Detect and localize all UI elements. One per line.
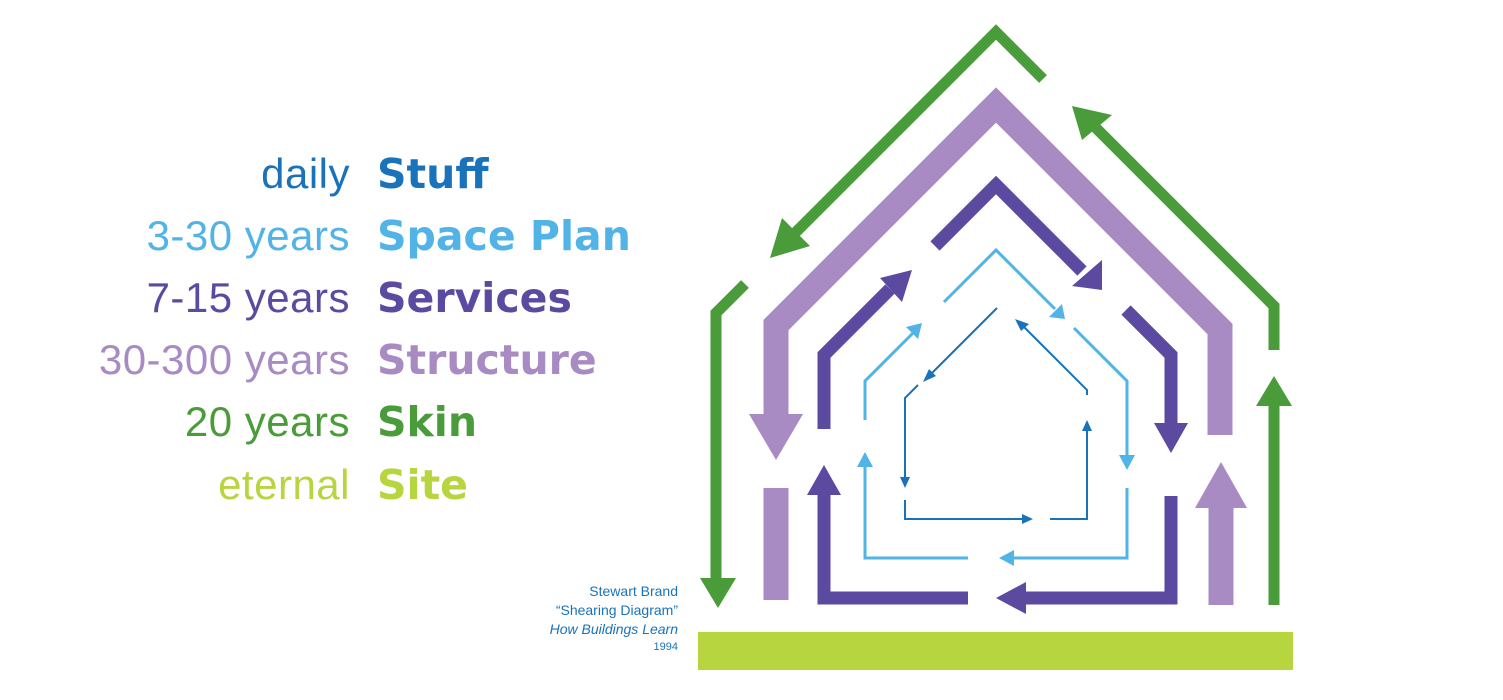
skin-arrowhead [1072, 106, 1112, 140]
skin-layer [700, 24, 1292, 608]
services-arrow-roof-right [930, 175, 1087, 276]
layer-name: Space Plan [377, 212, 631, 260]
skin-arrowhead [1256, 376, 1292, 406]
space-plan-arrowhead [1049, 304, 1065, 319]
services-layer [807, 175, 1188, 614]
duration-label: eternal [218, 461, 350, 508]
space-plan-arrow-right-wall [1072, 326, 1129, 457]
layer-name: Structure [377, 336, 597, 384]
space-plan-arrowhead [999, 550, 1014, 566]
space-plan-arrow-left-wall [863, 331, 915, 420]
credit-book: How Buildings Learn [549, 621, 678, 637]
services-arrow-left-wall [817, 284, 895, 429]
space-plan-arrowhead [906, 323, 922, 339]
skin-arrow-left-wall [710, 280, 749, 585]
structure-layer [749, 87, 1247, 605]
stuff-arrowhead [1015, 319, 1029, 331]
stuff-arrow-roof-right [1023, 326, 1088, 395]
structure-arrowhead [1195, 462, 1247, 508]
duration-label: 30-300 years [98, 336, 350, 383]
duration-label: 7-15 years [146, 274, 350, 321]
duration-label: 20 years [184, 398, 350, 445]
space-plan-arrow-floor-left [863, 466, 968, 560]
services-arrowhead [1072, 260, 1102, 290]
space-plan-arrowhead [1119, 455, 1135, 470]
services-arrow-right-wall [1121, 305, 1178, 425]
legend-row-services: 7-15 years Services [0, 270, 1000, 326]
legend-row-structure: 30-300 years Structure [0, 332, 1000, 388]
services-arrowhead [1154, 423, 1188, 453]
skin-arrow-roof-left [781, 24, 1047, 247]
legend-row-space-plan: 3-30 years Space Plan [0, 208, 1000, 264]
structure-roof-band [763, 87, 1233, 435]
site-ground-bar [698, 632, 1293, 670]
services-arrowhead [880, 270, 912, 302]
duration-label: 3-30 years [146, 212, 350, 259]
stuff-arrow-right-wall [1050, 430, 1088, 520]
space-plan-arrow-roof-right [942, 247, 1057, 311]
space-plan-arrow-floor-right [1013, 488, 1129, 560]
credit-year: 1994 [653, 641, 678, 653]
skin-arrowhead [700, 578, 736, 608]
skin-arrowhead [770, 218, 810, 258]
stuff-arrowhead [1022, 514, 1033, 524]
legend-row-stuff: daily Stuff [0, 146, 1000, 202]
stuff-arrowhead [900, 477, 910, 488]
credit-author: Stewart Brand [589, 583, 678, 599]
credit-title: “Shearing Diagram” [555, 602, 678, 618]
space-plan-arrowhead [857, 452, 873, 467]
layer-name: Stuff [377, 150, 489, 198]
stuff-arrowhead [923, 369, 936, 382]
duration-label: daily [261, 150, 350, 197]
structure-arrowhead [749, 414, 803, 460]
layer-name: Services [377, 274, 572, 322]
stuff-layer [900, 307, 1092, 524]
stuff-arrow-left-wall [904, 384, 919, 478]
stuff-arrow-roof-left [930, 307, 998, 375]
stuff-arrow-floor [904, 500, 1022, 520]
stuff-arrowhead [1082, 420, 1092, 431]
services-arrow-floor-left [817, 494, 968, 605]
services-arrowhead [807, 465, 841, 495]
legend-row-skin: 20 years Skin [0, 394, 1000, 450]
legend-row-site: eternal Site [0, 457, 1000, 513]
services-arrowhead [996, 582, 1026, 614]
skin-arrow-roof-right [1084, 116, 1280, 350]
services-arrow-floor-right [1025, 496, 1178, 605]
layer-name: Site [377, 461, 468, 509]
space-plan-layer [857, 247, 1135, 566]
layer-name: Skin [377, 398, 478, 446]
credit: Stewart Brand “Shearing Diagram” How Bui… [550, 582, 678, 655]
